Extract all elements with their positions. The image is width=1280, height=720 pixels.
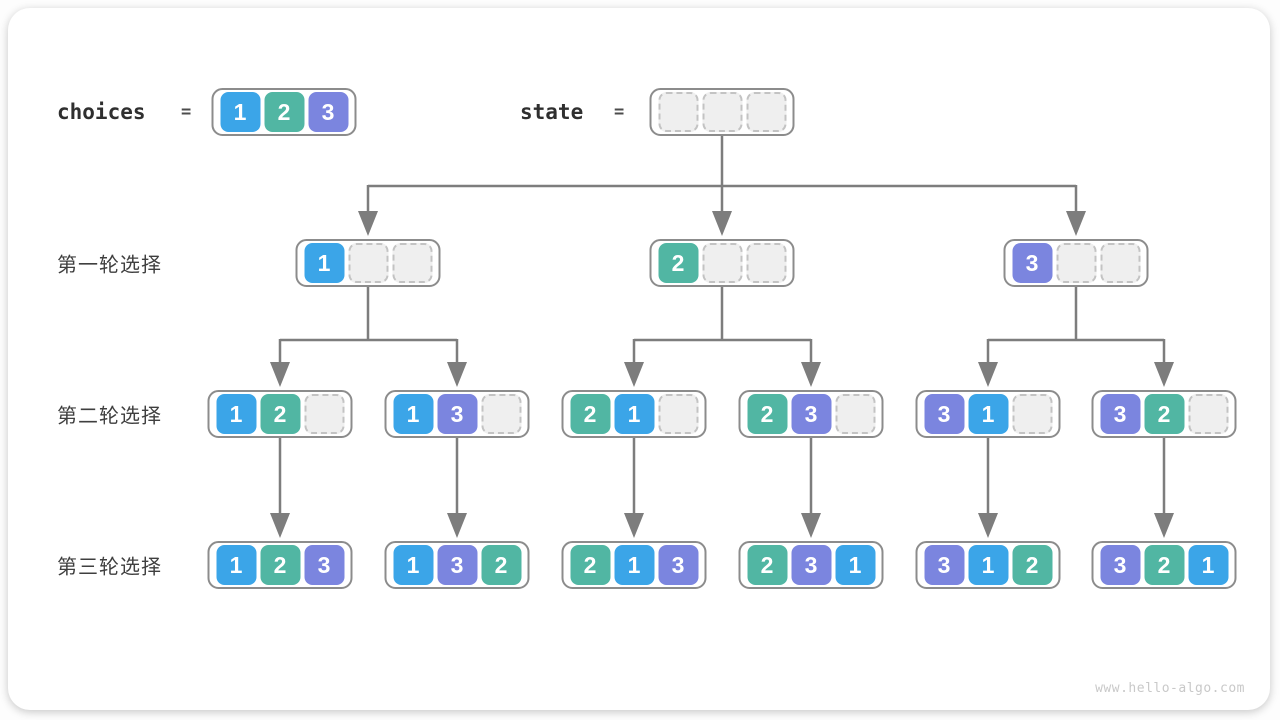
cell-value-3: 3 <box>1012 243 1052 283</box>
cell-empty <box>304 394 344 434</box>
cell-value-1: 1 <box>393 394 433 434</box>
cell-empty <box>702 92 742 132</box>
cell-empty <box>658 394 698 434</box>
cell-value-3: 3 <box>924 545 964 585</box>
cell-value-2: 2 <box>481 545 521 585</box>
cell-empty <box>746 243 786 283</box>
cell-value-1: 1 <box>614 394 654 434</box>
cell-value-1: 1 <box>968 545 1008 585</box>
cell-value-1: 1 <box>835 545 875 585</box>
round-1-node-3: 3 <box>1003 239 1149 287</box>
cell-value-3: 3 <box>1100 394 1140 434</box>
cell-value-2: 2 <box>747 394 787 434</box>
cell-value-3: 3 <box>924 394 964 434</box>
round-1-node-1: 1 <box>295 239 441 287</box>
cell-empty <box>746 92 786 132</box>
cell-value-3: 3 <box>437 545 477 585</box>
cell-value-1: 1 <box>216 545 256 585</box>
cell-value-2: 2 <box>570 545 610 585</box>
cell-value-1: 1 <box>1188 545 1228 585</box>
cell-empty <box>1012 394 1052 434</box>
cell-empty <box>835 394 875 434</box>
round-3-label: 第三轮选择 <box>57 556 162 579</box>
cell-empty <box>1188 394 1228 434</box>
cell-value-2: 2 <box>1144 394 1184 434</box>
cell-empty <box>1100 243 1140 283</box>
state-equals-sign: = <box>614 102 625 122</box>
cell-value-1: 1 <box>304 243 344 283</box>
cell-value-2: 2 <box>747 545 787 585</box>
cell-empty <box>481 394 521 434</box>
cell-value-3: 3 <box>791 545 831 585</box>
cell-empty <box>702 243 742 283</box>
cell-value-2: 2 <box>658 243 698 283</box>
cell-value-3: 3 <box>791 394 831 434</box>
cell-empty <box>348 243 388 283</box>
cell-value-3: 3 <box>437 394 477 434</box>
choices-label: choices <box>57 100 146 124</box>
cell-value-2: 2 <box>264 92 304 132</box>
cell-empty <box>1056 243 1096 283</box>
watermark: www.hello-algo.com <box>1095 681 1245 696</box>
state-label: state <box>520 100 584 124</box>
round-2-label: 第二轮选择 <box>57 405 162 428</box>
cell-value-2: 2 <box>1012 545 1052 585</box>
cell-value-1: 1 <box>614 545 654 585</box>
state-array <box>649 88 795 136</box>
cell-value-1: 1 <box>220 92 260 132</box>
cell-empty <box>658 92 698 132</box>
cell-value-1: 1 <box>216 394 256 434</box>
round-1-label: 第一轮选择 <box>57 254 162 277</box>
cell-value-2: 2 <box>1144 545 1184 585</box>
cell-value-3: 3 <box>658 545 698 585</box>
cell-value-3: 3 <box>1100 545 1140 585</box>
cell-value-3: 3 <box>308 92 348 132</box>
cell-value-2: 2 <box>570 394 610 434</box>
cell-empty <box>392 243 432 283</box>
cell-value-1: 1 <box>393 545 433 585</box>
card-background <box>8 8 1270 710</box>
round-1-node-2: 2 <box>649 239 795 287</box>
choices-equals-sign: = <box>181 102 192 122</box>
cell-value-2: 2 <box>260 545 300 585</box>
cell-value-1: 1 <box>968 394 1008 434</box>
cell-value-3: 3 <box>304 545 344 585</box>
cell-value-2: 2 <box>260 394 300 434</box>
